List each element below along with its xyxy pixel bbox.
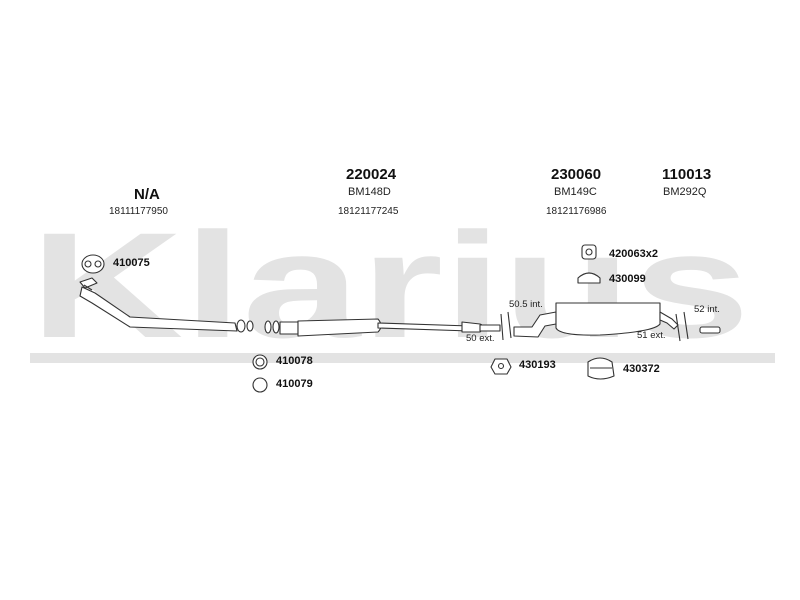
oem-number: 18121176986 [546, 206, 607, 217]
mount-icon-430193 [490, 358, 512, 375]
ring-icon-410079 [252, 377, 268, 393]
intermediate-flange [264, 320, 272, 334]
fitting-code: 430099 [609, 273, 646, 285]
fitting-code: 430193 [519, 359, 556, 371]
tail-trim [699, 326, 721, 334]
part-reference: BM149C [554, 186, 597, 198]
clamp-icon-420063x2 [581, 244, 597, 260]
fitting-code: 430372 [623, 363, 660, 375]
front-pipe-end [236, 319, 246, 333]
ring-icon-410078 [252, 354, 268, 370]
fitting-code: 420063x2 [609, 248, 658, 260]
watermark-text: Klarius [30, 201, 750, 369]
rear-silencer [555, 302, 661, 336]
dimension-note: 50.5 int. [509, 299, 543, 310]
part-number: 110013 [662, 166, 712, 183]
fitting-code: 410079 [276, 378, 313, 390]
fitting-code: 410075 [113, 257, 150, 269]
fitting-code: 410078 [276, 355, 313, 367]
part-number-na: N/A [134, 186, 160, 203]
gasket-icon-410075 [81, 254, 105, 274]
strap-icon-430372 [587, 357, 615, 380]
clamp-icon-430099 [577, 272, 601, 284]
front-pipe [79, 286, 238, 332]
tailpipe [659, 311, 679, 330]
watermark-bar [30, 353, 775, 363]
rear-inlet-pipe [513, 311, 557, 338]
dimension-note: 51 ext. [637, 330, 666, 341]
dimension-note: 50 ext. [466, 333, 495, 344]
front-pipe-flange [79, 277, 98, 289]
part-reference: BM148D [348, 186, 391, 198]
oem-number: 18121177245 [338, 206, 399, 217]
dimension-note: 52 int. [694, 304, 720, 315]
oem-number: 18111177950 [109, 206, 168, 217]
part-number: 220024 [346, 166, 397, 183]
centre-silencer [297, 318, 382, 337]
part-number: 230060 [551, 166, 602, 183]
intermediate-pipe [377, 322, 471, 332]
part-reference: BM292Q [663, 186, 707, 198]
